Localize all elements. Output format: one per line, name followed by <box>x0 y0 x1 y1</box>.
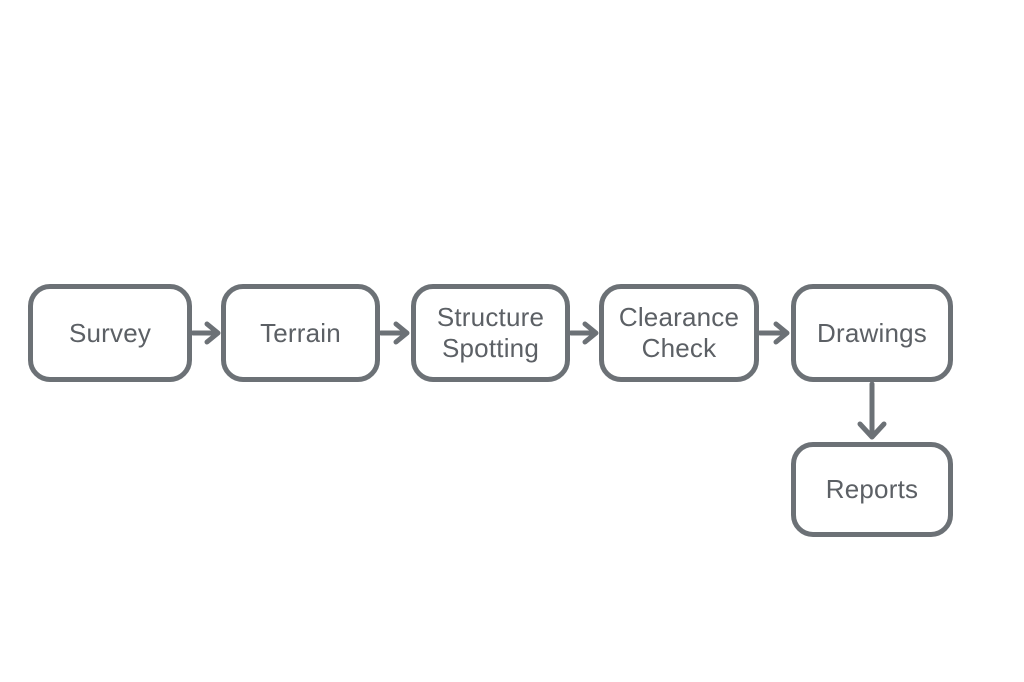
node-survey-label: Survey <box>68 317 152 348</box>
node-structure-spotting: Structure Spotting <box>411 284 570 382</box>
arrow-clearance-drawings <box>757 321 790 345</box>
node-survey: Survey <box>28 284 192 382</box>
node-drawings: Drawings <box>791 284 953 382</box>
node-structure-spotting-label: Structure Spotting <box>436 302 545 363</box>
arrow-terrain-structure <box>378 321 410 345</box>
arrow-structure-clearance <box>568 321 599 345</box>
node-clearance-check: Clearance Check <box>599 284 759 382</box>
node-reports-label: Reports <box>825 474 919 504</box>
node-drawings-label: Drawings <box>817 317 927 348</box>
node-reports: Reports <box>791 442 953 537</box>
arrow-drawings-reports <box>857 381 887 440</box>
arrow-survey-terrain <box>190 321 221 345</box>
node-terrain: Terrain <box>221 284 380 382</box>
node-terrain-label: Terrain <box>260 317 341 348</box>
node-clearance-check-label: Clearance Check <box>618 302 740 363</box>
